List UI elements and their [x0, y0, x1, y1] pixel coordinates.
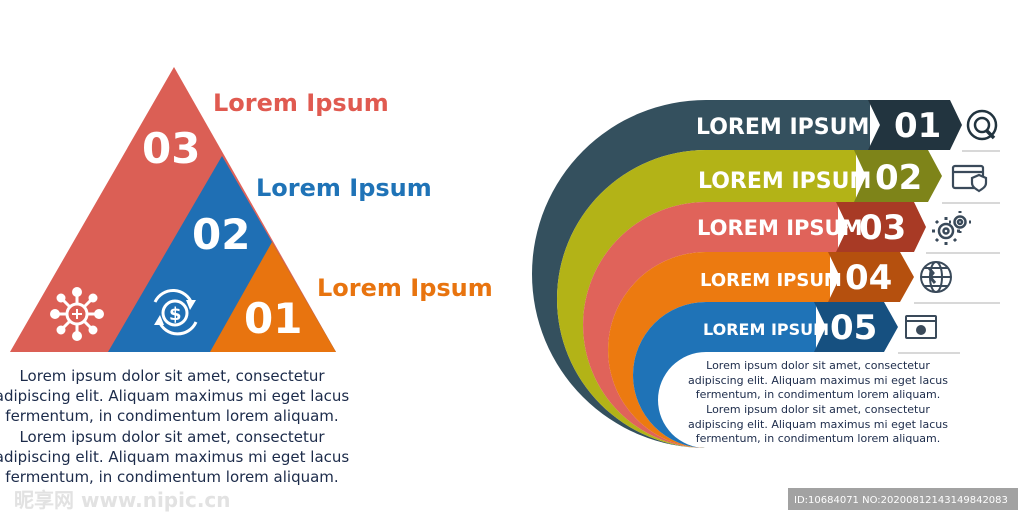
arc-number-3: 03 [859, 208, 906, 248]
arc-number-1: 01 [894, 106, 941, 146]
arc-band-5 [633, 302, 816, 448]
pyramid-label-1: Lorem Ipsum [317, 274, 493, 302]
pyramid-level-1 [210, 242, 336, 352]
arc-band-2 [557, 150, 856, 448]
pyramid-diagram: 03 02 01 $ Lorem Ipsum Lorem Ipsum L [0, 67, 493, 486]
arc-number-2: 02 [875, 158, 922, 198]
id-watermark-bg [788, 488, 1018, 510]
arc-band-3 [583, 202, 838, 448]
arc-number-tab-2 [854, 150, 942, 202]
pyramid-text-line: Lorem ipsum dolor sit amet, consectetur [19, 428, 325, 446]
arc-band-4 [608, 252, 830, 448]
arc-text-line: fermentum, in condimentum lorem aliquam. [696, 432, 941, 445]
pyramid-level-3-shade [10, 67, 232, 352]
pyramid-number-2: 02 [192, 210, 250, 259]
arc-label-2: LOREM IPSUM [698, 169, 871, 194]
arc-rules [898, 150, 1000, 354]
pyramid-text-line: fermentum, in condimentum lorem aliquam. [5, 407, 338, 425]
browser-shield-icon [951, 164, 988, 193]
arc-number-5: 05 [830, 308, 877, 348]
pyramid-label-3: Lorem Ipsum [213, 89, 389, 117]
network-icon [50, 287, 104, 341]
pyramid-text-line: Lorem ipsum dolor sit amet, consectetur [19, 367, 325, 385]
pyramid-text-line: adipiscing elit. Aliquam maximus mi eget… [0, 448, 349, 466]
arc-text-line: fermentum, in condimentum lorem aliquam. [696, 388, 941, 401]
gears-icon [932, 211, 971, 245]
id-watermark: ID:10684071 NO:20200812143149842083 [794, 495, 1008, 506]
arc-text-line: Lorem ipsum dolor sit amet, consectetur [706, 403, 930, 416]
pyramid-text-line: fermentum, in condimentum lorem aliquam. [5, 468, 338, 486]
pyramid-number-1: 01 [244, 294, 302, 343]
arc-paragraph: Lorem ipsum dolor sit amet, consectetur … [688, 359, 948, 445]
arc-number-4: 04 [845, 258, 892, 298]
arc-label-5: LOREM IPSUM [703, 320, 829, 339]
browser-window-icon [905, 315, 937, 339]
arc-text-line: adipiscing elit. Aliquam maximus mi eget… [688, 374, 948, 387]
pyramid-text-line: adipiscing elit. Aliquam maximus mi eget… [0, 387, 349, 405]
arc-text-line: Lorem ipsum dolor sit amet, consectetur [706, 359, 930, 372]
pyramid-label-2: Lorem Ipsum [256, 174, 432, 202]
arc-number-tab-3 [836, 202, 926, 252]
globe-icon [920, 261, 952, 293]
arc-label-4: LOREM IPSUM [700, 270, 842, 291]
arc-text-line: adipiscing elit. Aliquam maximus mi eget… [688, 418, 948, 431]
svg-text:$: $ [169, 304, 182, 325]
arc-number-tab-4 [828, 252, 914, 302]
pyramid-paragraph: Lorem ipsum dolor sit amet, consectetur … [0, 367, 349, 486]
arc-number-tab-1 [868, 100, 962, 150]
site-watermark: 昵享网 www.nipic.cn [14, 488, 231, 512]
search-icon [966, 109, 998, 141]
arc-diagram: LOREM IPSUM LOREM IPSUM LOREM IPSUM LORE… [532, 100, 1000, 448]
arc-band-1 [532, 100, 870, 448]
pyramid-number-3: 03 [142, 124, 200, 173]
arc-label-3: LOREM IPSUM [697, 216, 863, 240]
dollar-cycle-icon: $ [153, 289, 198, 336]
arc-label-1: LOREM IPSUM [696, 115, 869, 140]
arc-number-tab-5 [814, 302, 898, 352]
